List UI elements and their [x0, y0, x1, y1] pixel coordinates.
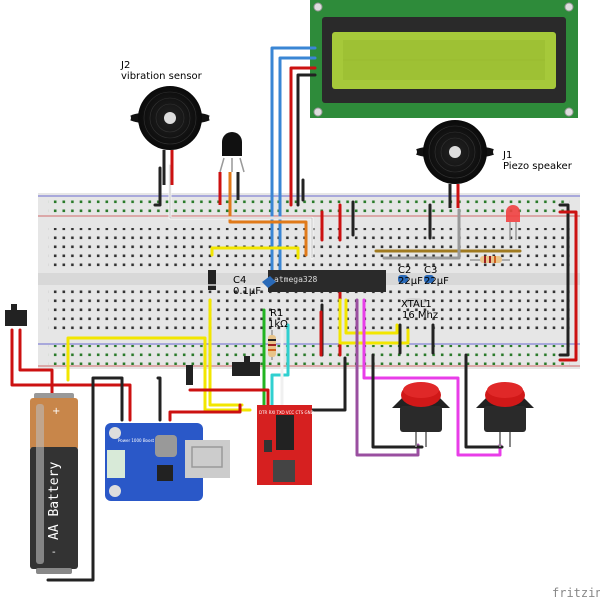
r1-ref: R1 — [270, 308, 283, 319]
wire-black-lcd — [296, 73, 317, 207]
crystal-xtal1 — [402, 298, 426, 306]
c2-value: 22µF — [398, 276, 423, 287]
wire-yellow-xtal2 — [344, 298, 399, 335]
wire-black-btn2 — [464, 353, 504, 449]
piezo-ref: J1 — [502, 150, 512, 161]
xtal-ref: XTAL1 — [401, 299, 432, 310]
vibration-sensor-label: vibration sensor — [121, 71, 203, 82]
wire-black-vib — [153, 166, 162, 207]
c2-ref: C2 — [398, 265, 411, 276]
ftdi-pins: DTR RXI TXO VCC CTS GND — [259, 410, 314, 415]
atmega-label: atmega328 — [274, 275, 318, 284]
battery-minus: - — [52, 547, 56, 558]
wire-red-lcd — [289, 66, 317, 207]
push-button-1[interactable] — [392, 382, 450, 447]
wire-magenta — [362, 298, 502, 457]
wire-purple — [355, 298, 420, 457]
wire-black-btn1 — [371, 353, 424, 449]
atmega328-chip — [268, 270, 386, 292]
wire-red-boost-5v — [168, 403, 242, 422]
wire-yellow-left — [208, 298, 244, 407]
piezo-label: Piezo speaker — [503, 161, 573, 172]
slide-switch-main[interactable] — [232, 356, 260, 376]
wire-white-outline — [169, 164, 313, 259]
wire-black-boost-gnd — [156, 376, 162, 422]
wire-cyan — [270, 323, 290, 412]
wire-blue-1 — [270, 46, 317, 272]
wire-yellow-bb — [66, 336, 252, 412]
c4-value: 0.1µF — [233, 286, 261, 297]
wire-yellow-top — [210, 246, 300, 260]
lcd-display — [310, 0, 578, 118]
wire-black-boost — [46, 376, 124, 582]
ftdi-board — [257, 405, 312, 485]
wire-blue-2 — [278, 56, 317, 272]
piezo-speaker — [409, 120, 501, 208]
resistor-r1 — [268, 330, 276, 360]
slide-switch-battery[interactable] — [5, 304, 27, 326]
c4-ref: C4 — [233, 275, 246, 286]
red-led — [506, 205, 520, 240]
battery-label: AA Battery — [47, 462, 62, 540]
boost-label: Power 1000 Boost — [118, 438, 155, 443]
c3-value: 22µF — [424, 276, 449, 287]
wire-orange — [228, 193, 308, 257]
aa-battery — [30, 393, 78, 574]
wire-yellow-xtal1 — [338, 298, 410, 345]
wire-black-right — [558, 203, 570, 357]
wire-black-ftdi-gnd — [308, 356, 347, 412]
push-button-2[interactable] — [476, 382, 534, 447]
wire-gray — [382, 208, 461, 260]
fritzing-watermark: fritzing — [552, 586, 600, 600]
temperature-sensor — [218, 132, 245, 205]
c3-ref: C3 — [424, 265, 437, 276]
capacitor-c3 — [424, 275, 434, 283]
wire-red-batt-switch — [10, 328, 132, 422]
r1-value: 1kΩ — [268, 319, 288, 330]
resistor-led — [470, 256, 510, 263]
wire-red-right — [558, 210, 578, 362]
wire-red-ftdi — [188, 388, 270, 412]
power-boost-board — [105, 423, 230, 501]
capacitor-c2 — [398, 275, 408, 283]
diode — [186, 270, 216, 385]
vibration-sensor — [123, 86, 217, 185]
capacitor-c4 — [262, 276, 276, 288]
wire-red-batt — [18, 328, 54, 397]
vibration-sensor-ref: J2 — [120, 60, 130, 71]
xtal-value: 16 Mhz — [402, 310, 438, 321]
battery-plus: + — [52, 406, 60, 417]
